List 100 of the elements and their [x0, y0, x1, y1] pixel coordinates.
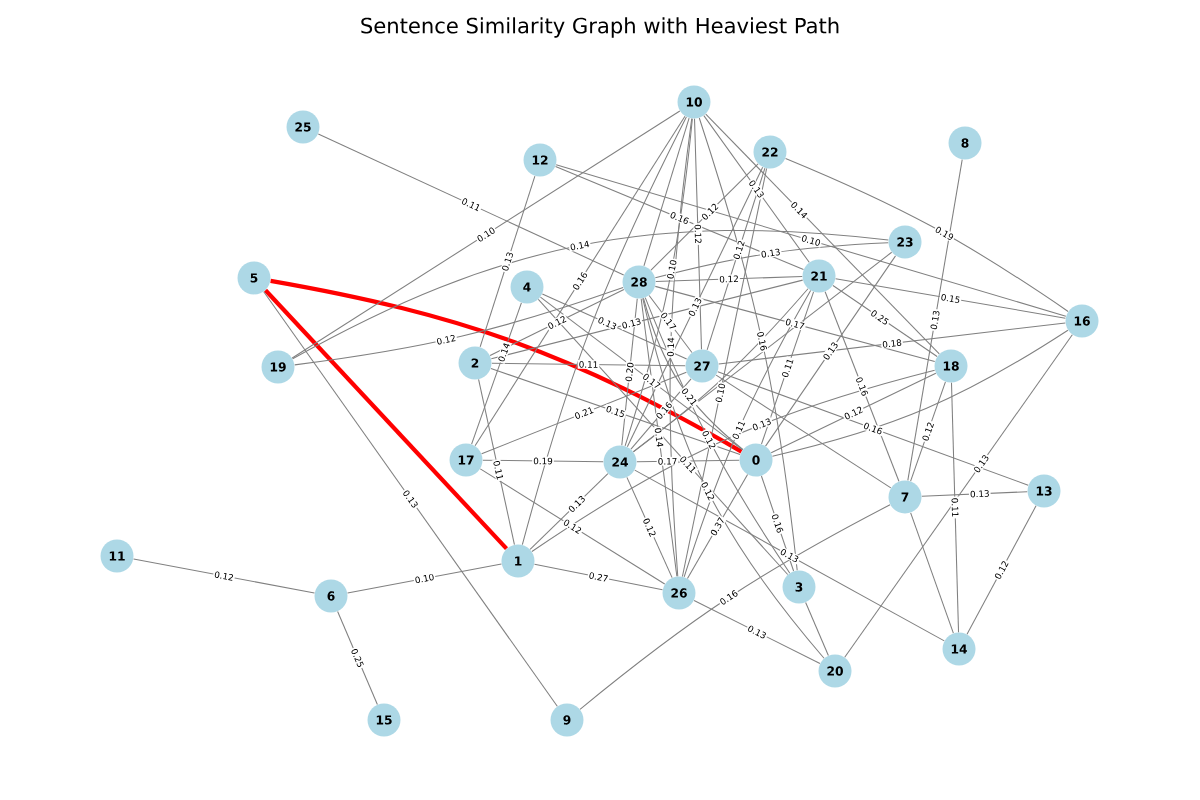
- edge-label: 0.12: [699, 479, 717, 503]
- graph-node: 20: [818, 654, 852, 688]
- graph-edge: [626, 476, 673, 579]
- edge-label: 0.13: [500, 249, 515, 274]
- graph-edge: [693, 600, 821, 664]
- graph-edge: [534, 563, 663, 591]
- graph-node: 19: [261, 350, 295, 384]
- graph-edge: [642, 297, 825, 659]
- graph-edge: [654, 242, 889, 279]
- edge-label: 0.15: [603, 403, 628, 420]
- graph-edge: [771, 329, 1069, 457]
- graph-edge: [481, 371, 687, 455]
- graph-edge: [337, 610, 378, 706]
- edge-label: 0.13: [750, 416, 774, 433]
- graph-edge: [760, 475, 795, 572]
- edge-label: 0.12: [718, 274, 740, 284]
- edge-label: 0.10: [799, 233, 823, 248]
- edge-label: 0.12: [545, 313, 569, 332]
- graph-node: 28: [622, 265, 656, 299]
- graph-node: 25: [286, 110, 320, 144]
- graph-edge: [541, 293, 688, 360]
- edge-label: 0.12: [434, 333, 458, 347]
- edge-label: 0.11: [577, 359, 600, 369]
- graph-node: 9: [550, 703, 584, 737]
- edge-label: 0.27: [587, 570, 610, 584]
- edge-label: 0.13: [745, 623, 769, 641]
- edge-label: 0.17: [783, 316, 807, 332]
- edge-label: 0.13: [759, 247, 783, 260]
- edge-label: 0.15: [939, 292, 962, 305]
- graph-edge: [640, 298, 678, 577]
- graph-edge: [686, 474, 749, 579]
- graph-edge: [555, 165, 804, 271]
- edge-label: 0.13: [777, 546, 802, 565]
- graph-node: 24: [603, 445, 637, 479]
- graph-edge: [471, 302, 522, 445]
- graph-edge: [292, 230, 889, 360]
- graph-edge: [626, 166, 764, 448]
- edge-label: 0.13: [619, 316, 643, 331]
- edge-label: 0.16: [769, 511, 786, 536]
- chart-title: Sentence Similarity Graph with Heaviest Path: [361, 17, 839, 38]
- graph-edge: [270, 278, 743, 454]
- graph-node: 22: [753, 135, 787, 169]
- edge-label: 0.12: [731, 238, 747, 262]
- edge-label: 0.11: [491, 458, 505, 482]
- graph-edge: [832, 284, 938, 358]
- graph-edge: [683, 290, 812, 578]
- graph-node: 6: [314, 579, 348, 613]
- edge-label: 0.17: [656, 456, 679, 466]
- graph-edge: [966, 505, 1037, 635]
- graph-edge: [489, 288, 625, 357]
- graph-edge: [694, 118, 703, 350]
- graph-edge: [531, 369, 936, 553]
- graph-edge: [703, 115, 810, 263]
- edge-label: 0.12: [920, 419, 936, 444]
- edge-label: 0.16: [755, 329, 769, 353]
- graph-edge: [133, 558, 315, 594]
- graph-edge: [263, 291, 558, 707]
- graph-edge: [474, 115, 686, 447]
- edge-label: 0.12: [641, 515, 658, 540]
- graph-edge: [669, 118, 693, 577]
- edge-label: 0.14: [666, 336, 676, 358]
- edge-label: 0.12: [992, 558, 1011, 582]
- edge-label: 0.13: [928, 308, 942, 332]
- graph-edge: [490, 367, 741, 455]
- graph-edge: [539, 296, 744, 451]
- edge-label: 0.11: [459, 195, 483, 213]
- graph-node: 1: [501, 544, 535, 578]
- edge-label: 0.19: [532, 456, 554, 466]
- graph-node: 4: [510, 270, 544, 304]
- graph-edge: [291, 110, 681, 359]
- graph-edge: [844, 334, 1073, 658]
- graph-edge: [634, 469, 945, 642]
- graph-edge: [294, 287, 624, 366]
- graph-edge: [785, 157, 1069, 312]
- edge-label: 0.25: [349, 646, 366, 670]
- graph-node: 8: [948, 126, 982, 160]
- graph-edge: [624, 118, 693, 447]
- graph-node: 5: [237, 261, 271, 295]
- graph-edge: [521, 116, 687, 546]
- graph-edge: [632, 288, 809, 453]
- edge-label: 0.21: [572, 404, 596, 422]
- edge-label: 0.13: [968, 488, 991, 499]
- graph-edge: [650, 163, 759, 271]
- graph-edge: [479, 175, 536, 348]
- edge-label: 0.12: [693, 223, 703, 245]
- graph-edge: [907, 159, 963, 481]
- graph-edge: [482, 459, 604, 463]
- graph-node: 2: [458, 346, 492, 380]
- graph-edge: [715, 374, 892, 489]
- graph-edge: [910, 381, 946, 482]
- edge-label: 0.14: [568, 239, 592, 252]
- graph-edge: [910, 512, 954, 634]
- graph-node: 15: [367, 703, 401, 737]
- graph-node: 0: [739, 443, 773, 477]
- graph-node: 13: [1027, 474, 1061, 508]
- edge-label: 0.18: [880, 337, 904, 350]
- graph-edge: [760, 291, 815, 445]
- edge-label: 0.16: [667, 209, 692, 227]
- graph-edge: [555, 164, 1067, 317]
- graph-edge: [630, 378, 692, 450]
